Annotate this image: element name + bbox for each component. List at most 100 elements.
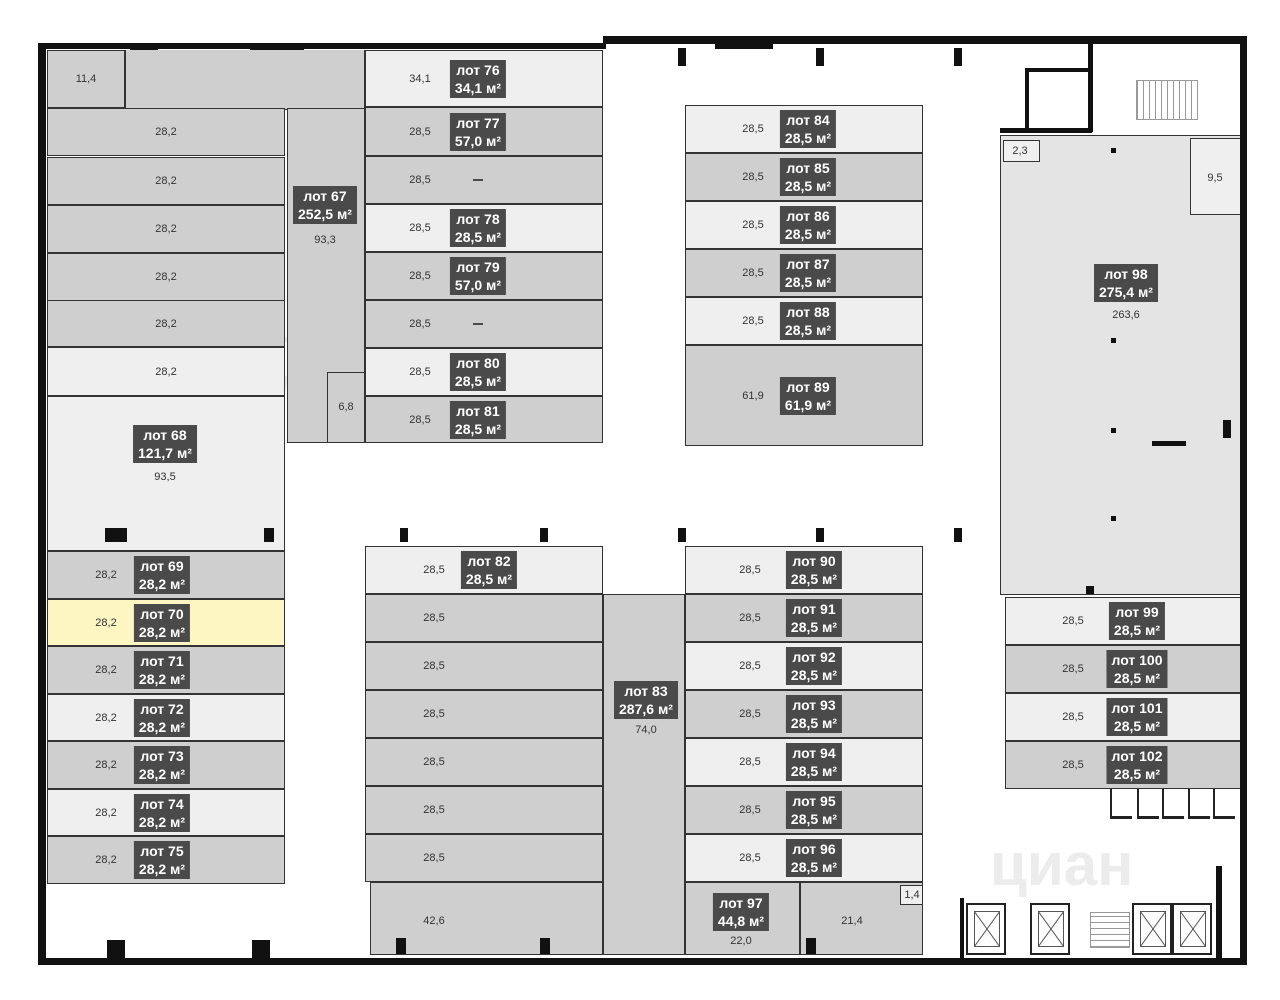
wall (960, 898, 964, 960)
storage-unit[interactable] (900, 885, 923, 905)
lot-total-area: 28,5 м² (784, 178, 832, 194)
wall (38, 43, 46, 965)
storage-unit[interactable] (365, 300, 603, 348)
lot-label[interactable]: лот 80 28,5 м² (449, 353, 507, 391)
lot-label[interactable]: лот 101 28,5 м² (1106, 698, 1168, 736)
lot-total-area: 28,2 м² (138, 576, 186, 592)
elevator-icon (966, 903, 1006, 955)
lot-label[interactable] (473, 323, 483, 325)
storage-unit[interactable] (1003, 140, 1040, 162)
storage-unit[interactable] (47, 347, 285, 396)
lot-67-area (125, 50, 365, 110)
lot-label[interactable]: лот 85 28,5 м² (779, 158, 837, 196)
unit-area: 28,5 (409, 366, 431, 378)
lot-total-area: 28,5 м² (454, 373, 502, 389)
lot-total-area: 287,6 м² (619, 701, 673, 717)
storage-unit[interactable] (365, 690, 603, 738)
storage-unit[interactable] (327, 372, 365, 443)
wall (400, 528, 408, 542)
storage-unit[interactable] (365, 786, 603, 834)
lot-number: лот 85 (786, 160, 830, 176)
storage-unit[interactable] (365, 594, 603, 642)
lot-label[interactable] (473, 179, 483, 181)
storage-unit[interactable] (47, 50, 125, 108)
unit-area: 28,2 (95, 664, 117, 676)
lot-number: лот 98 (1104, 266, 1148, 282)
unit-area: 2,3 (1012, 145, 1028, 157)
lot-number: лот 80 (456, 355, 500, 371)
storage-unit[interactable] (685, 345, 923, 446)
unit-area: 28,2 (155, 365, 177, 378)
unit-area: 28,2 (95, 569, 117, 581)
storage-unit[interactable] (47, 253, 285, 301)
wall (1088, 44, 1093, 132)
unit-area: 93,5 (154, 471, 176, 483)
lot-number: лот 84 (786, 112, 830, 128)
unit-area: 263,6 (1112, 309, 1140, 321)
storage-unit[interactable] (603, 594, 685, 955)
lot-number: лот 101 (1111, 700, 1163, 716)
toilet-icon (1188, 789, 1210, 819)
unit-area: 28,5 (409, 174, 431, 186)
lot-label[interactable]: лот 83 287,6 м² (614, 681, 678, 719)
storage-unit[interactable] (47, 396, 285, 551)
storage-unit[interactable] (365, 738, 603, 786)
lot-number: лот 81 (456, 402, 500, 419)
unit-area: 28,5 (423, 612, 445, 624)
lot-total-area: 28,2 м² (138, 766, 186, 782)
unit-area: 11,4 (75, 73, 97, 85)
lot-total-area: 28,5 м² (454, 229, 502, 245)
unit-area: 28,5 (423, 852, 445, 864)
storage-unit[interactable] (365, 642, 603, 690)
storage-unit[interactable] (365, 156, 603, 204)
storage-unit[interactable] (47, 205, 285, 253)
storage-unit[interactable] (47, 108, 285, 156)
wall (396, 938, 406, 954)
lot-number: лот 89 (786, 378, 830, 395)
lot-total-area: 28,5 м² (1113, 718, 1161, 734)
lot-number: лот 83 (624, 683, 668, 699)
storage-unit[interactable] (370, 882, 603, 955)
unit-area: 28,5 (742, 267, 764, 279)
storage-unit[interactable] (47, 300, 285, 347)
unit-area: 22,0 (730, 935, 752, 947)
storage-unit[interactable] (365, 834, 603, 882)
storage-unit[interactable] (47, 157, 285, 205)
unit-area: 28,5 (742, 315, 764, 327)
unit-area: 28,5 (1062, 759, 1084, 771)
unit-area: 28,5 (742, 171, 764, 183)
unit-area: 28,2 (155, 223, 177, 235)
